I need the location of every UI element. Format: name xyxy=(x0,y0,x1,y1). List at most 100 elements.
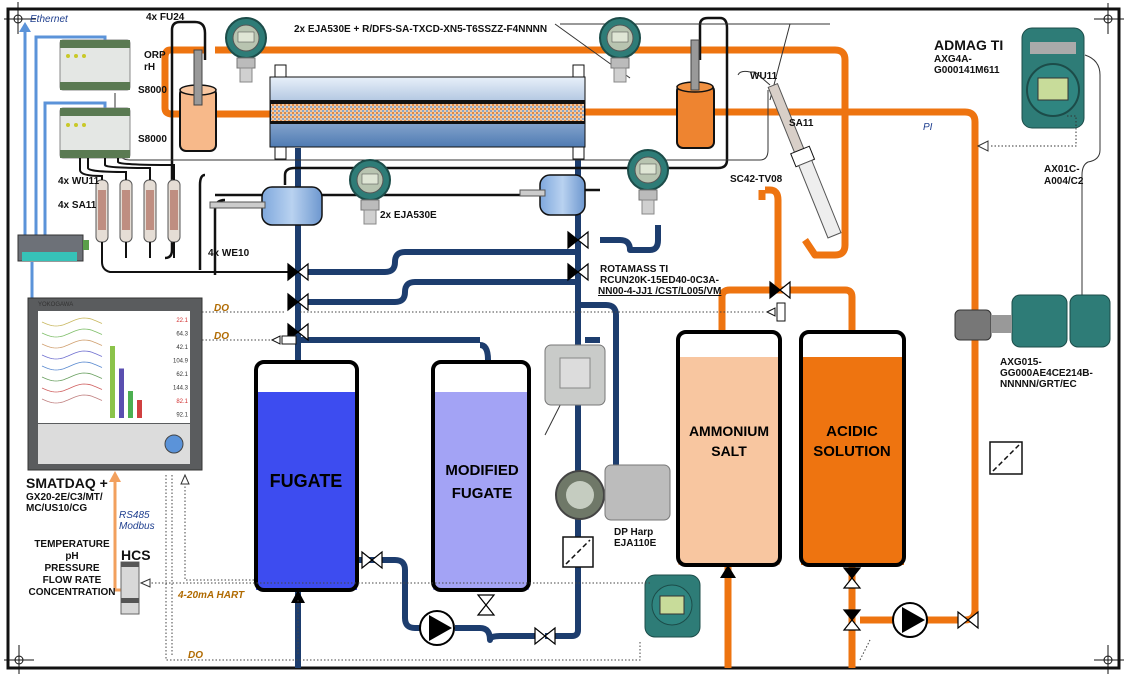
sa11-probes xyxy=(95,179,181,243)
tank-modified-fugate-label-2: FUGATE xyxy=(452,485,513,502)
rs485-line xyxy=(113,478,122,592)
rotamass-flowmeter xyxy=(544,344,606,406)
tank-ammonium-salt-label-2: SALT xyxy=(711,443,747,459)
axg015-label-3: NNNNN/GRT/EC xyxy=(1000,379,1077,390)
we10-holder-left xyxy=(209,186,323,226)
drawing-frame xyxy=(6,7,1121,670)
tank-acidic-solution-label-1: ACIDIC xyxy=(826,423,878,440)
pump-acidic[interactable] xyxy=(892,602,928,638)
orp-label: ORP xyxy=(144,50,166,61)
membrane-module xyxy=(269,64,586,160)
ethernet-label: Ethernet xyxy=(30,14,69,25)
valve-fugate-outlet[interactable] xyxy=(361,551,383,569)
valve-orange-right[interactable] xyxy=(957,611,979,629)
hcs-label: HCS xyxy=(121,547,151,563)
recorder-trend-line xyxy=(41,328,103,338)
s8000-module-2 xyxy=(59,107,131,159)
tank-acidic-solution: ACIDIC SOLUTION xyxy=(799,330,906,567)
blue-process-lines xyxy=(295,148,661,668)
ax01c-label-2: A004/C2 xyxy=(1044,176,1084,187)
recorder-trend-line xyxy=(41,317,103,327)
admag-model-2: G000141M611 xyxy=(934,65,1000,76)
registration-marks xyxy=(4,2,1124,674)
hart-arrow-icon xyxy=(139,578,151,588)
recorder-brand: YOKOGAWA xyxy=(38,302,73,308)
measured-variable: TEMPERATURE xyxy=(34,539,110,550)
rotamass-label-3: NN00-4-JJ1 /CST/L005/VM xyxy=(598,286,721,297)
valve-bottom-blue[interactable] xyxy=(534,627,556,645)
admag-title: ADMAG TI xyxy=(934,37,1003,53)
fu24-label: 4x FU24 xyxy=(146,12,185,23)
s8000-module-1 xyxy=(59,39,131,91)
dp-harp-transmitter xyxy=(555,464,671,521)
recorder-bar xyxy=(119,368,124,418)
recorder-bar xyxy=(128,391,133,418)
ethernet-switch xyxy=(17,234,89,262)
admag-flow-tube xyxy=(954,294,1111,348)
tank-ammonium-salt: AMMONIUM SALT xyxy=(676,330,782,567)
valve-fill-markers xyxy=(288,232,860,620)
recorder-value: 144.3 xyxy=(173,386,189,392)
smartdaq-recorder: YOKOGAWA 22.164.342.1104.962.1144.382.19… xyxy=(27,297,203,471)
tank-ammonium-salt-label-1: AMMONIUM xyxy=(689,423,769,439)
smartdaq-label-3: MC/US10/CG xyxy=(26,503,87,514)
do-label-2: DO xyxy=(214,331,229,342)
sc42-label: SC42-TV08 xyxy=(730,174,783,185)
eja530e-mid-label: 2x EJA530E xyxy=(380,210,437,221)
we10-holder-right xyxy=(519,174,586,216)
recorder-trend-line xyxy=(41,383,103,393)
pump-modified-fugate[interactable] xyxy=(419,610,455,646)
recorder-trend-line xyxy=(41,339,103,349)
pi-label: PI xyxy=(923,122,933,133)
recorder-value: 64.3 xyxy=(176,332,188,338)
tank-modified-fugate-label-1: MODIFIED xyxy=(445,462,518,479)
pressure-transmitter-top-right xyxy=(599,17,641,83)
recorder-value: 82.1 xyxy=(176,399,188,405)
recorder-trend-line xyxy=(41,361,103,371)
pi-signal-line xyxy=(990,115,1077,147)
recorder-trend-line xyxy=(41,372,103,382)
ax01c-label-1: AX01C- xyxy=(1044,164,1080,175)
orp-holder-right xyxy=(676,39,715,149)
measured-variable: CONCENTRATION xyxy=(28,587,115,598)
axg015-label-2: GG000AE4CE214B- xyxy=(1000,368,1093,379)
flow-element-blue xyxy=(562,536,594,568)
hcs-module xyxy=(120,561,140,615)
hart-label: 4-20mA HART xyxy=(177,590,245,601)
tank-modified-fugate: MODIFIED FUGATE xyxy=(431,360,531,592)
axg015-label-1: AXG015- xyxy=(1000,357,1042,368)
recorder-dial-button[interactable] xyxy=(164,434,184,454)
pressure-transmitter-mid-right xyxy=(627,149,669,215)
rs485-label-1: RS485 xyxy=(119,510,150,521)
do-label-3: DO xyxy=(188,650,203,661)
recorder-value: 62.1 xyxy=(176,372,188,378)
recorder-trend-line xyxy=(41,350,103,360)
pressure-transmitter-top-left xyxy=(225,17,267,83)
orp-holder-left xyxy=(179,49,217,152)
measured-variable: pH xyxy=(65,551,78,562)
admag-converter xyxy=(1021,27,1085,129)
ethernet-arrow-icon xyxy=(19,22,31,32)
sc42-holder xyxy=(767,82,842,239)
rotamass-label-2: RCUN20K-15ED40-0C3A- xyxy=(600,275,719,286)
recorder-value: 92.1 xyxy=(176,413,188,419)
flow-element-orange xyxy=(989,441,1023,475)
valve-mf-outlet[interactable] xyxy=(477,594,495,616)
rotamass-label-1: ROTAMASS TI xyxy=(600,264,668,275)
recorder-trend-line xyxy=(41,394,103,404)
recorder-bar xyxy=(137,400,142,418)
sa11-label: SA11 xyxy=(789,118,814,129)
s8000-label-1: S8000 xyxy=(138,85,167,96)
recorder-trend-lines xyxy=(41,317,142,418)
sa11-4x-label: 4x SA11 xyxy=(58,200,97,211)
field-indicator xyxy=(644,574,701,638)
signal-lines xyxy=(148,311,871,661)
dp-harp-label-1: DP Harp xyxy=(614,527,653,538)
tank-fugate: FUGATE xyxy=(254,360,359,592)
pi-arrow-icon xyxy=(976,140,989,152)
wu11-4x-label: 4x WU11 xyxy=(58,176,100,187)
measured-variables: TEMPERATURE pH PRESSURE FLOW RATE CONCEN… xyxy=(28,539,115,598)
do-label-1: DO xyxy=(214,303,229,314)
recorder-bar xyxy=(110,346,115,418)
